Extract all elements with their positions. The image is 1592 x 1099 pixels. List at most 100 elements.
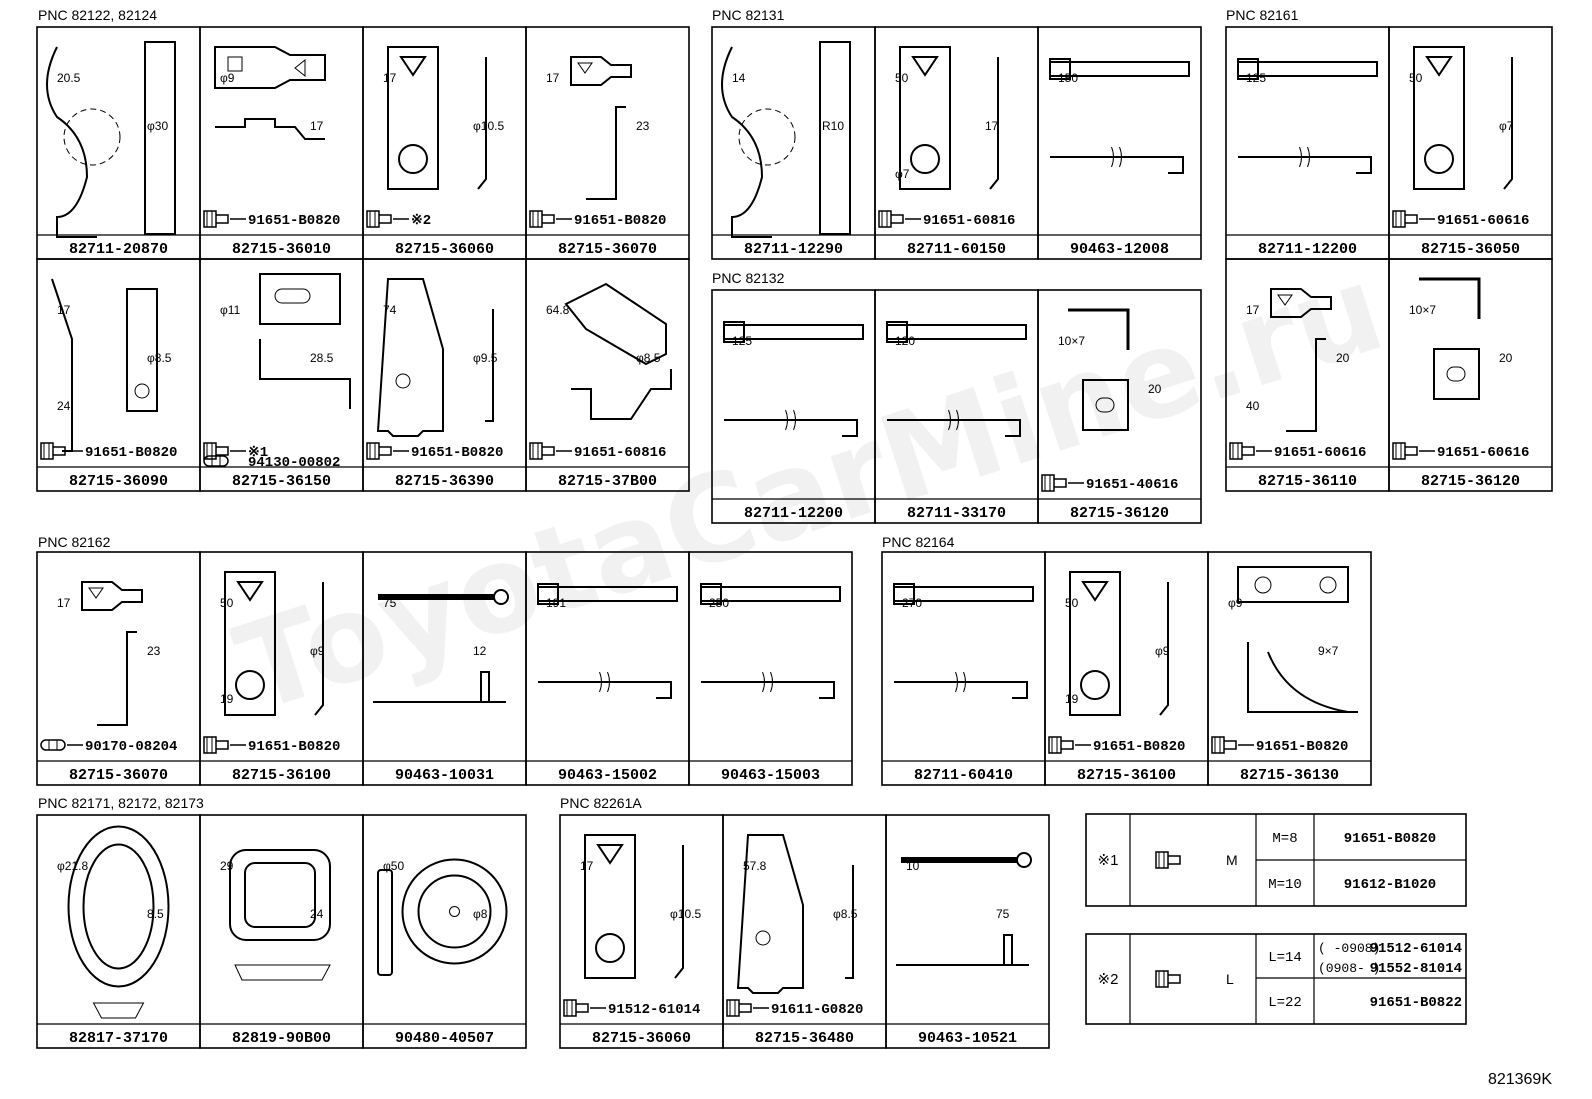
dimension-label: 20.5 bbox=[57, 71, 81, 85]
bolt-icon bbox=[1392, 210, 1418, 228]
pnc-group-label: PNC 82161 bbox=[1226, 7, 1299, 23]
bolt-icon bbox=[878, 210, 904, 228]
part-cell-frame bbox=[1037, 26, 1202, 260]
pnc-group: PNC 82261A17φ10.591512-6101482715-360605… bbox=[559, 795, 1050, 1049]
legend-condition: L=22 bbox=[1268, 995, 1302, 1011]
part-cell-frame bbox=[36, 814, 201, 1049]
dimension-label: R10 bbox=[822, 119, 844, 133]
fastener-part-number: 91651-B0820 bbox=[574, 213, 666, 229]
clip-bracket-icon bbox=[570, 56, 632, 200]
part-number: 82715-36120 bbox=[1421, 473, 1520, 490]
bolt-icon bbox=[40, 442, 66, 460]
dimension-label: 9×7 bbox=[1318, 644, 1339, 658]
part-number: 90480-40507 bbox=[395, 1030, 494, 1047]
plate-bracket-icon bbox=[1413, 46, 1513, 190]
dimension-label: φ8.5 bbox=[833, 907, 858, 921]
fastener-part-number: 91651-B0820 bbox=[248, 213, 340, 229]
dimension-label: φ8.5 bbox=[636, 351, 661, 365]
dimension-label: 24 bbox=[57, 399, 71, 413]
bolt-icon bbox=[366, 442, 392, 460]
bolt-icon bbox=[203, 210, 229, 228]
part-number: 82711-12290 bbox=[744, 241, 843, 258]
part-cell-frame bbox=[688, 551, 853, 786]
plate-bracket-icon bbox=[387, 46, 487, 190]
part-number: 90463-10521 bbox=[918, 1030, 1017, 1047]
pnc-group: PNC 82161 12582711-1220050φ791651-6061682… bbox=[1225, 7, 1553, 492]
part-number: 82711-12200 bbox=[1258, 241, 1357, 258]
pnc-group: PNC 8213114R1082711-122905017φ791651-608… bbox=[711, 7, 1202, 260]
dimension-label: 120 bbox=[895, 334, 915, 348]
strap-icon bbox=[896, 852, 1032, 966]
pnc-group-label: PNC 82164 bbox=[882, 534, 955, 550]
dimension-label: 20 bbox=[1148, 382, 1162, 396]
dimension-label: 28.5 bbox=[310, 351, 334, 365]
part-cell-frame bbox=[1388, 258, 1553, 492]
dimension-label: 17 bbox=[57, 596, 71, 610]
round-grommet-icon bbox=[377, 858, 508, 976]
long-plate-icon bbox=[376, 278, 494, 437]
l-bracket-icon bbox=[1068, 308, 1130, 431]
dimension-label: 250 bbox=[709, 596, 729, 610]
cable-tie-icon bbox=[886, 321, 1027, 437]
dimension-label: φ7 bbox=[895, 167, 910, 181]
dimension-label: 24 bbox=[310, 907, 324, 921]
dimension-label: φ8.5 bbox=[147, 351, 172, 365]
oval-grommet-icon bbox=[67, 825, 170, 1019]
pnc-group-label: PNC 82131 bbox=[712, 7, 785, 23]
dimension-label: φ10.5 bbox=[473, 119, 504, 133]
slot-bracket-icon bbox=[259, 273, 351, 409]
double-hole-bracket-icon bbox=[1237, 566, 1358, 713]
plate-bracket-icon bbox=[584, 834, 684, 979]
pnc-group-label: PNC 82132 bbox=[712, 270, 785, 286]
plate-bracket-icon bbox=[899, 46, 999, 190]
pnc-group: PNC 82162172390170-0820482715-3607050φ91… bbox=[36, 534, 853, 786]
fastener-part-number: 91512-61014 bbox=[608, 1002, 700, 1018]
legend-part-number: 91552-81014 bbox=[1370, 961, 1462, 977]
part-number: 82711-60150 bbox=[907, 241, 1006, 258]
part-cell-frame bbox=[1037, 289, 1202, 524]
fastener-part-number: 91651-B0820 bbox=[85, 445, 177, 461]
dimension-label: 10×7 bbox=[1409, 303, 1436, 317]
dimension-label: φ9 bbox=[310, 644, 325, 658]
dimension-label: 17 bbox=[546, 71, 560, 85]
fastener-part-number: 91651-60816 bbox=[923, 213, 1015, 229]
part-number: 82715-36130 bbox=[1240, 767, 1339, 784]
dimension-label: 10×7 bbox=[1058, 334, 1085, 348]
fastener-part-number: 91651-60616 bbox=[1274, 445, 1366, 461]
dimension-label: 50 bbox=[1065, 596, 1079, 610]
cable-tie-icon bbox=[893, 583, 1034, 699]
